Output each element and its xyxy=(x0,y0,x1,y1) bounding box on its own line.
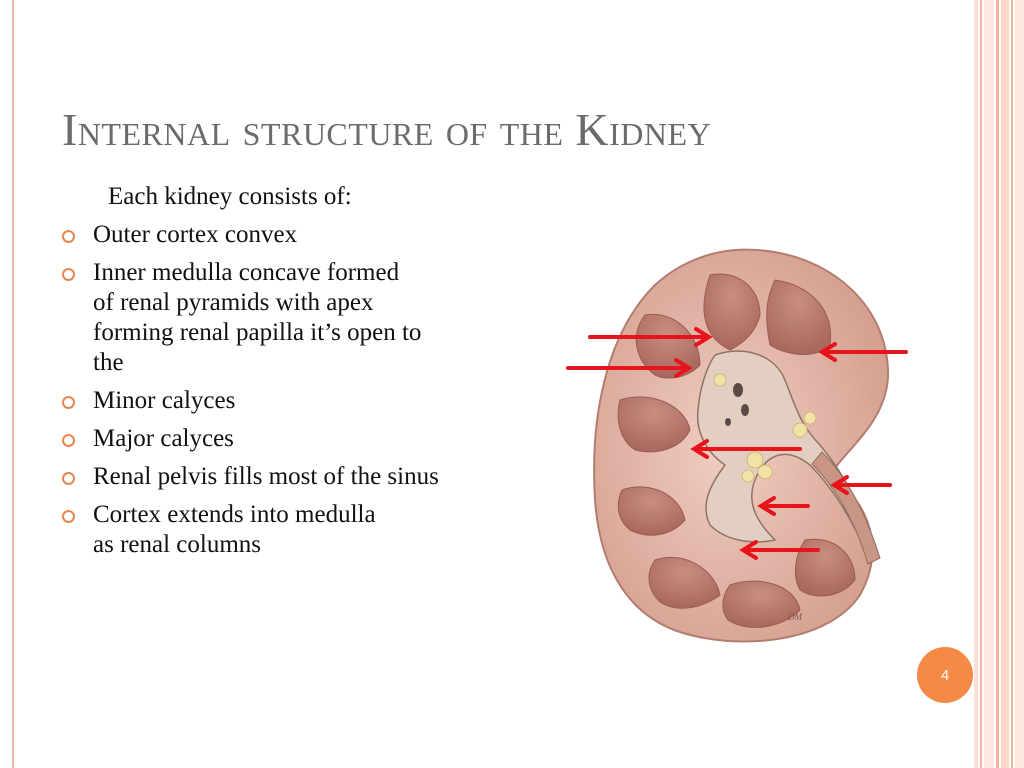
intro-text: Each kidney consists of: xyxy=(108,183,352,210)
red-arrow-icon xyxy=(757,496,810,516)
slide-title: Internal structure of the Kidney xyxy=(62,104,712,155)
bullet-list: Outer cortex convex Inner medulla concav… xyxy=(62,220,462,560)
bullet-text: Major calyces xyxy=(93,425,234,452)
bullet-item: Cortex extends into medulla as renal col… xyxy=(62,500,462,560)
illustration-signature: DM xyxy=(787,612,802,622)
vessel-openings xyxy=(725,383,749,426)
bullet-item: Inner medulla concave formed of renal py… xyxy=(62,258,462,378)
renal-pyramids xyxy=(617,273,856,628)
open-circle-bullet-icon xyxy=(62,396,75,409)
red-arrow-icon-group xyxy=(566,327,908,560)
bullet-item: Major calyces xyxy=(62,424,462,454)
slide-body: Each kidney consists of: Outer cortex co… xyxy=(62,182,462,568)
red-arrow-icon xyxy=(830,475,892,495)
red-arrow-icon xyxy=(818,342,908,362)
bullet-text: Minor calyces xyxy=(93,387,236,414)
open-circle-bullet-icon xyxy=(62,230,75,243)
red-arrow-icon xyxy=(690,439,802,459)
red-arrow-icon xyxy=(588,327,713,347)
open-circle-bullet-icon xyxy=(62,510,75,523)
right-frame-stripes xyxy=(974,0,1024,768)
bullet-item: Renal pelvis fills most of the sinus xyxy=(62,462,462,492)
open-circle-bullet-icon xyxy=(62,268,75,281)
bullet-text: Outer cortex convex xyxy=(93,221,298,248)
page-number-badge: 4 xyxy=(917,647,973,703)
kidney-cross-section-illustration: DM xyxy=(566,248,908,643)
bullet-text: Renal pelvis fills most of the sinus xyxy=(93,463,439,490)
left-frame-border xyxy=(0,0,14,768)
bullet-item: Minor calyces xyxy=(62,386,462,416)
open-circle-bullet-icon xyxy=(62,434,75,447)
bullet-item: Outer cortex convex xyxy=(62,220,462,250)
red-arrow-icon xyxy=(739,540,820,560)
red-arrow-icon xyxy=(566,358,693,378)
bullet-text: Cortex extends into medulla as renal col… xyxy=(93,501,376,558)
sinus-fat xyxy=(713,373,817,483)
page-number: 4 xyxy=(940,666,950,684)
bullet-text: Inner medulla concave formed of renal py… xyxy=(93,259,422,376)
open-circle-bullet-icon xyxy=(62,472,75,485)
